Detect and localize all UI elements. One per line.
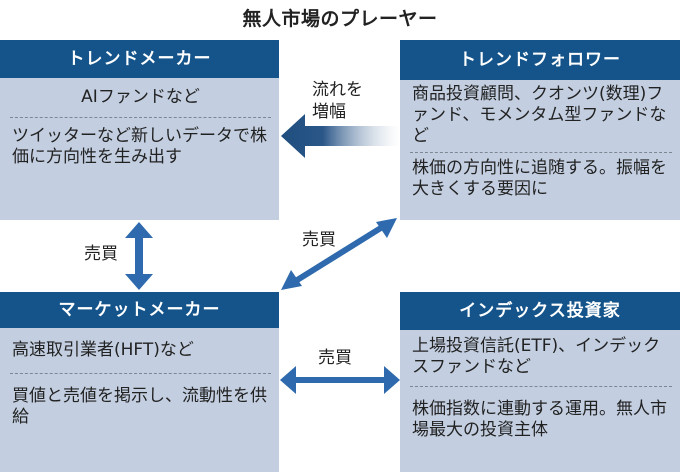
trend-follower-box: トレンドフォロワー 商品投資顧問、クオンツ(数理)ファンド、モメンタム型ファンド…: [400, 40, 680, 220]
divider: [10, 117, 271, 118]
index-investor-description: 株価指数に連動する運用。無人市場最大の投資主体: [412, 399, 667, 440]
divider: [10, 373, 271, 374]
trade-horizontal-arrow-icon: [280, 366, 400, 394]
trade-diagonal-arrow-icon: [281, 218, 397, 290]
market-maker-description: 買値と売値を掲示し、流動性を供給: [12, 386, 267, 427]
trade-vertical-arrow-icon: [125, 222, 153, 290]
divider: [410, 386, 672, 387]
amplify-label-line2: 増幅: [312, 102, 346, 122]
diagram-title: 無人市場のプレーヤー: [242, 8, 438, 30]
index-investor-box: インデックス投資家 上場投資信託(ETF)、インデックスファンドなど 株価指数に…: [400, 292, 680, 472]
trade-horizontal-label: 売買: [318, 348, 352, 368]
trend-follower-description: 株価の方向性に追随する。振幅を大きくする要因に: [412, 158, 667, 199]
trend-maker-examples: AIファンドなど: [81, 87, 200, 107]
divider: [410, 152, 672, 153]
market-maker-examples: 高速取引業者(HFT)など: [12, 340, 194, 360]
trend-maker-box: トレンドメーカー AIファンドなど ツイッターなど新しいデータで株価に方向性を生…: [0, 40, 279, 220]
trend-maker-header: トレンドメーカー: [0, 40, 279, 78]
amplify-label-line1: 流れを: [312, 80, 363, 100]
trend-follower-header: トレンドフォロワー: [400, 40, 680, 80]
trend-maker-description: ツイッターなど新しいデータで株価に方向性を生み出す: [12, 126, 267, 167]
amplify-arrow-icon: [281, 114, 400, 158]
index-investor-examples: 上場投資信託(ETF)、インデックスファンドなど: [412, 336, 661, 377]
market-maker-header: マーケットメーカー: [0, 292, 279, 328]
trade-diagonal-label: 売買: [302, 230, 336, 250]
index-investor-header: インデックス投資家: [400, 292, 680, 330]
market-maker-box: マーケットメーカー 高速取引業者(HFT)など 買値と売値を掲示し、流動性を供給: [0, 292, 279, 472]
trend-follower-examples: 商品投資顧問、クオンツ(数理)ファンド、モメンタム型ファンドなど: [412, 84, 667, 146]
trade-vertical-label: 売買: [84, 244, 118, 264]
